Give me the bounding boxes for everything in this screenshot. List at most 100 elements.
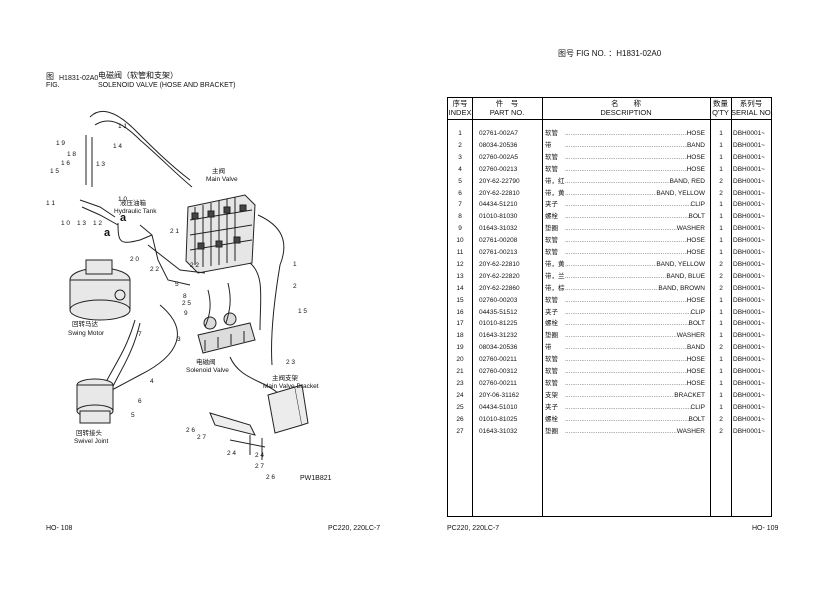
row-description-en: ........................................… — [565, 366, 705, 378]
row-part-no: 01010-81225 — [479, 320, 518, 328]
row-description-en-text: HOSE — [686, 296, 705, 304]
callout: 2 6 — [186, 427, 196, 434]
dot-leader: ........................................… — [565, 356, 687, 364]
callout: 4 — [150, 378, 154, 385]
row-description-en-text: HOSE — [686, 165, 705, 173]
row-description-cn: 螺栓 — [545, 213, 558, 221]
row-description-cn: 软管 — [545, 356, 558, 364]
row-description-cn: 软管 — [545, 296, 558, 304]
row-serial: DBH0001~ — [733, 332, 765, 340]
row-serial: DBH0001~ — [733, 177, 765, 185]
row-serial: DBH0001~ — [733, 356, 765, 364]
row-description-en-text: BAND, BROWN — [658, 284, 705, 292]
dot-leader: ........................................… — [565, 344, 687, 352]
row-index: 11 — [456, 249, 464, 256]
dot-leader: ........................................… — [565, 189, 656, 197]
row-index: 12 — [456, 260, 464, 268]
row-description-cn: 带，棕 — [545, 284, 565, 292]
callout: 2 7 — [197, 434, 207, 441]
row-serial: DBH0001~ — [733, 213, 765, 221]
row-description-en-text: BOLT — [688, 213, 706, 221]
row-description-en: ........................................… — [565, 211, 705, 223]
dot-leader: ........................................… — [565, 391, 674, 399]
row-description-en: ........................................… — [565, 235, 705, 247]
row-qty: 1 — [719, 130, 723, 137]
callout: 2 6 — [266, 474, 276, 481]
dot-leader: ........................................… — [565, 296, 687, 304]
row-description-en: ........................................… — [565, 176, 705, 188]
row-serial: DBH0001~ — [733, 284, 765, 292]
row-qty: 1 — [719, 296, 723, 304]
row-description-cn: 螺栓 — [545, 320, 558, 328]
row-description-en: ........................................… — [565, 164, 705, 176]
row-index: 20 — [456, 356, 464, 364]
row-description-en-text: BOLT — [688, 320, 706, 328]
row-description-en-text: BAND, YELLOW — [656, 260, 705, 268]
callout: 2 3 — [286, 359, 296, 366]
row-qty: 1 — [719, 141, 723, 149]
hydraulic-tank-label-cn: 液压油箱 — [120, 200, 146, 207]
row-qty: 1 — [719, 391, 723, 399]
callout: 2 4 — [255, 452, 265, 459]
left-footer-page: HO- 108 — [46, 525, 73, 532]
callout: 1 3 — [77, 220, 87, 227]
row-part-no: 02761-00208 — [479, 237, 518, 245]
row-part-no: 20Y-62-22790 — [479, 177, 520, 185]
row-description-en-text: HOSE — [686, 368, 705, 375]
row-qty: 1 — [719, 356, 723, 364]
fig-en-prefix: FIG. — [46, 82, 60, 89]
row-description-en: ........................................… — [565, 140, 705, 152]
callout: 1 8 — [67, 151, 77, 158]
row-serial: DBH0001~ — [733, 308, 765, 316]
row-qty: 2 — [719, 260, 723, 268]
dot-leader: ........................................… — [565, 320, 689, 328]
row-description-cn: 垫圈 — [545, 427, 558, 435]
row-part-no: 02760-00211 — [479, 379, 517, 387]
row-description-en: ........................................… — [565, 402, 705, 414]
callout: 1 1 — [118, 123, 128, 130]
row-description-en: ........................................… — [565, 426, 705, 438]
row-description-en: ........................................… — [565, 318, 705, 330]
row-index: 10 — [456, 237, 464, 245]
main-valve-bracket-label-cn: 主阀支架 — [272, 375, 298, 382]
callout: 2 0 — [130, 256, 140, 263]
row-serial: DBH0001~ — [733, 415, 765, 423]
header-qty-cn: 数量 — [713, 99, 728, 108]
row-description-en-text: CLIP — [690, 403, 705, 411]
row-qty: 2 — [719, 284, 723, 292]
row-index: 6 — [458, 189, 462, 197]
row-description-en: ........................................… — [565, 295, 705, 307]
callout: 2 1 — [170, 228, 180, 235]
row-qty: 1 — [719, 153, 723, 161]
row-description-en: ........................................… — [565, 283, 705, 295]
callout: 1 5 — [50, 168, 60, 175]
row-description-cn: 软管 — [545, 379, 558, 387]
row-description-cn: 软管 — [545, 249, 558, 256]
row-part-no: 20Y-62-22810 — [479, 260, 520, 268]
main-valve-label-cn: 主阀 — [212, 168, 225, 175]
row-description-cn: 夹子 — [545, 308, 558, 316]
dot-leader: ........................................… — [565, 141, 687, 149]
row-description-cn: 夹子 — [545, 403, 558, 411]
dot-leader: ........................................… — [565, 379, 687, 387]
row-description-en-text: CLIP — [690, 308, 705, 316]
callout: 5 — [131, 412, 135, 419]
dot-leader: ........................................… — [565, 165, 687, 173]
row-part-no: 01643-31032 — [479, 225, 518, 233]
callout: 7 — [138, 331, 142, 338]
row-description-en-text: HOSE — [686, 153, 705, 161]
row-qty: 1 — [719, 225, 723, 233]
row-qty: 1 — [719, 403, 723, 411]
